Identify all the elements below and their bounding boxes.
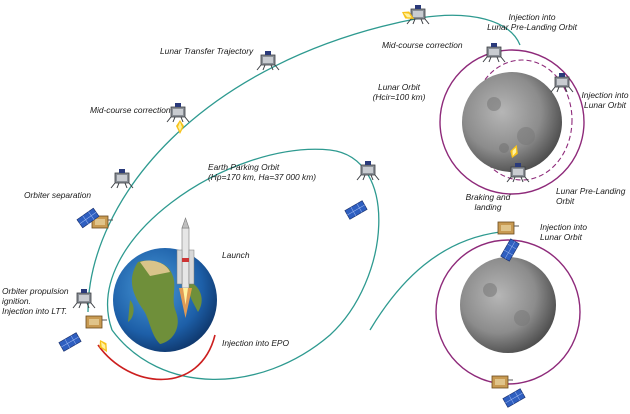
lunar-orbit-upper — [439, 49, 585, 195]
spacecraft-icon — [256, 50, 280, 71]
label-mid-course-correction-1: Mid-course correction — [90, 105, 171, 115]
label-injection-epo: Injection into EPO — [222, 338, 290, 348]
label-injection-lunar-orbit-1: Injection into Lunar Orbit — [581, 90, 629, 110]
earth-icon — [113, 248, 217, 352]
label-orbiter-propulsion: Orbiter propulsion ignition. Injection i… — [2, 286, 69, 316]
label-lunar-orbit: Lunar Orbit (Hcir=100 km) — [372, 82, 426, 102]
moon-lower — [460, 257, 556, 353]
label-launch: Launch — [222, 250, 250, 260]
label-braking-and-landing: Braking and landing — [465, 192, 511, 212]
spacecraft-icon — [482, 42, 506, 63]
lower-transfer-trajectory — [369, 231, 501, 331]
label-mid-course-correction-2: Mid-course correction — [382, 40, 463, 50]
label-lunar-transfer-trajectory: Lunar Transfer Trajectory — [160, 46, 254, 56]
rocket-icon — [176, 217, 195, 318]
label-earth-parking-orbit: Earth Parking Orbit (Hp=170 km, Ha=37 00… — [208, 162, 316, 182]
lunar-transfer-trajectory — [87, 14, 521, 313]
earth-parking-orbit — [106, 148, 380, 380]
solar-panel — [344, 200, 368, 220]
label-injection-lunar-orbit-2: Injection into Lunar Orbit — [540, 222, 588, 242]
label-injection-pre-landing-orbit: Injection into Lunar Pre-Landing Orbit — [487, 12, 577, 32]
label-lunar-pre-landing-orbit: Lunar Pre-Landing Orbit — [556, 186, 626, 206]
moon-upper — [462, 72, 562, 172]
spacecraft-icon — [550, 72, 574, 93]
spacecraft-icon — [72, 288, 96, 309]
orbiter-icon — [491, 375, 514, 389]
orbiter-icon — [497, 221, 520, 235]
label-orbiter-separation: Orbiter separation — [24, 190, 92, 200]
injection-epo-arc — [97, 334, 216, 381]
spacecraft-icon — [110, 168, 134, 189]
orbiter-icon — [85, 315, 108, 329]
